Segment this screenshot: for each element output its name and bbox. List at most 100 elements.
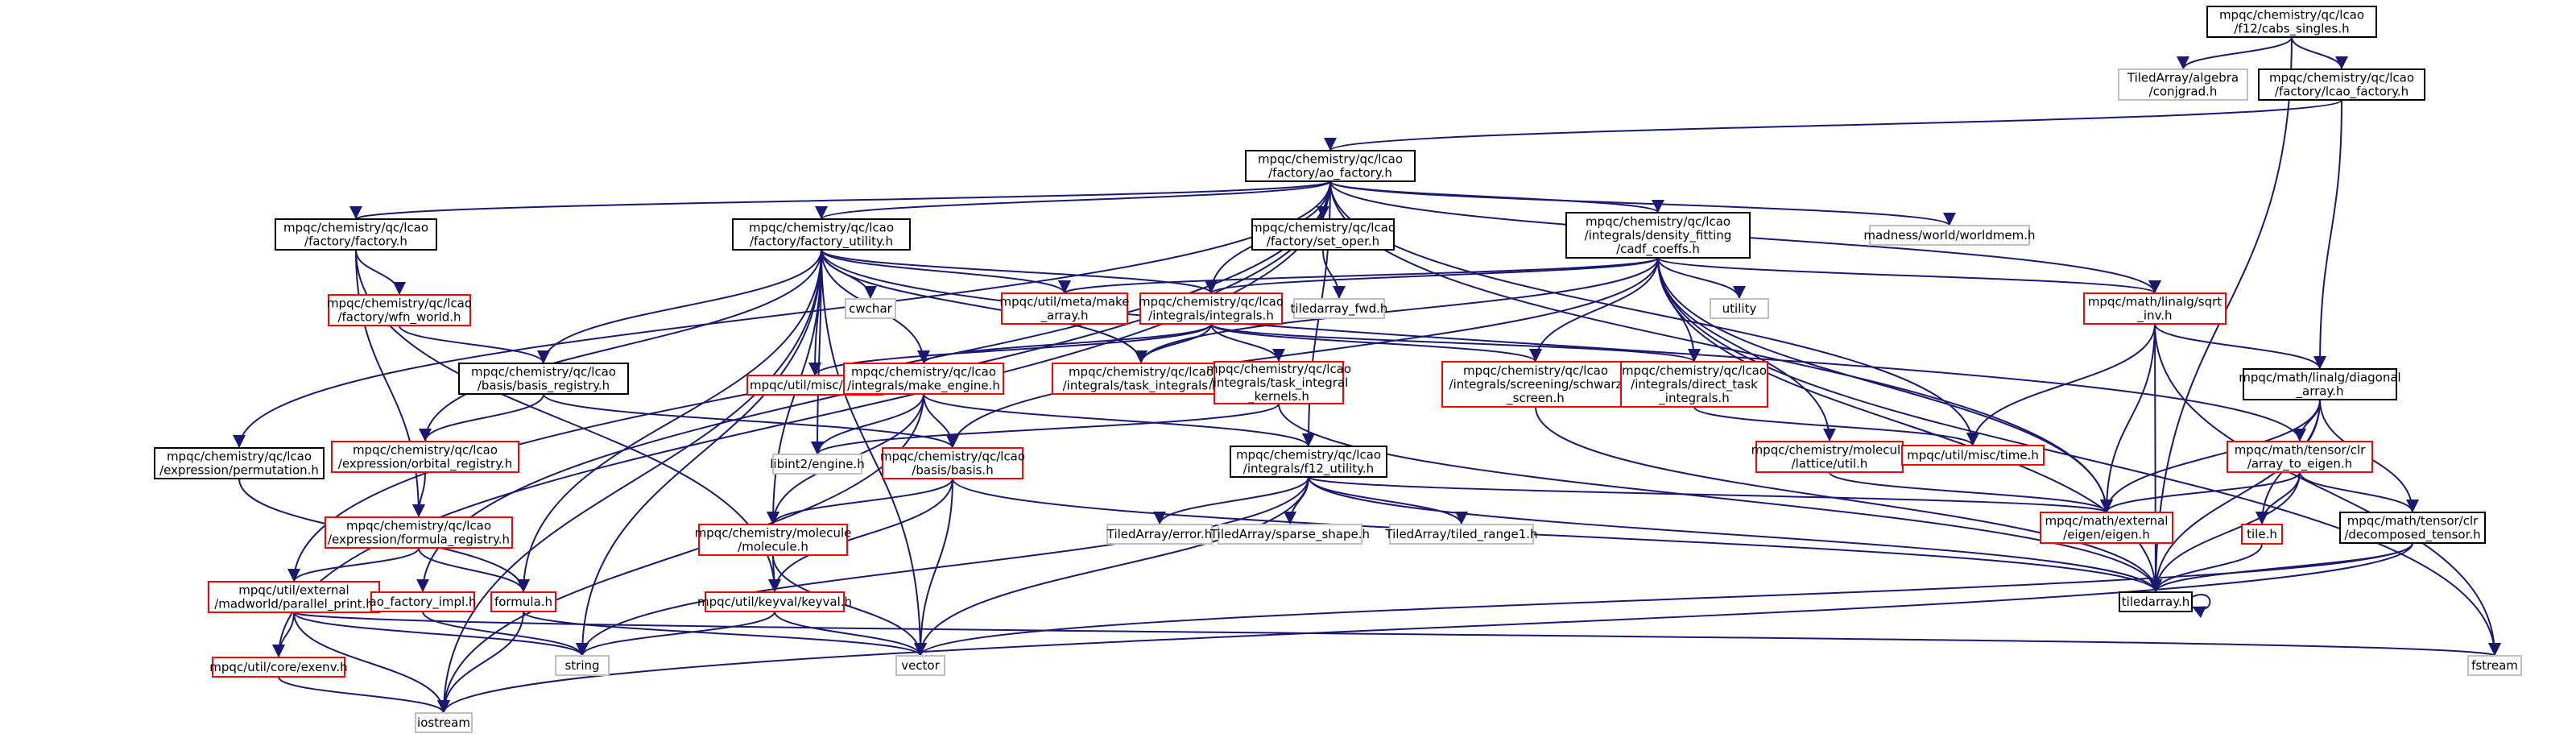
node-label-line: mpqc/chemistry/qc/lcao <box>327 296 472 311</box>
edge-factory_utility-to-string <box>576 249 822 657</box>
edge-basis-to-keyval <box>768 478 953 593</box>
node-formula[interactable]: formula.h <box>490 591 556 612</box>
edge-factory_utility-to-make_array <box>821 249 1071 294</box>
node-conjgrad[interactable]: TiledArray/algebra/conjgrad.h <box>2118 68 2248 101</box>
node-factory_utility[interactable]: mpqc/chemistry/qc/lcao/factory/factory_u… <box>732 218 911 251</box>
node-label-line: mpqc/util/external <box>238 583 349 598</box>
node-label-line: mpqc/chemistry/qc/lcao <box>851 365 996 379</box>
edge-factory_utility-to-integrals <box>821 249 1218 294</box>
node-vector[interactable]: vector <box>895 655 945 676</box>
edge-parallel_print-to-string <box>293 612 589 657</box>
node-task_integral_kernels[interactable]: mpqc/chemistry/qc/lcao/integrals/task_in… <box>1206 361 1351 404</box>
node-tiled_range1[interactable]: TiledArray/tiled_range1.h <box>1384 524 1538 545</box>
node-eigen[interactable]: mpqc/math/external/eigen/eigen.h <box>2040 512 2173 544</box>
node-lcao_factory[interactable]: mpqc/chemistry/qc/lcao/factory/lcao_fact… <box>2258 68 2425 101</box>
node-make_array[interactable]: mpqc/util/meta/make_array.h <box>1000 292 1130 325</box>
node-label-line: /expression/orbital_registry.h <box>338 457 512 472</box>
node-ta_error[interactable]: TiledArray/error.h <box>1106 524 1213 545</box>
node-box <box>895 655 945 676</box>
node-exenv[interactable]: mpqc/util/core/exenv.h <box>209 657 348 678</box>
node-box <box>2119 591 2193 612</box>
node-fstream[interactable]: fstream <box>2467 655 2522 676</box>
node-label-line: /basis/basis_registry.h <box>478 379 610 394</box>
edge-density_fitting-to-fstream <box>1657 257 2501 657</box>
node-permutation[interactable]: mpqc/chemistry/qc/lcao/expression/permut… <box>154 447 325 479</box>
node-box <box>1139 292 1283 325</box>
node-label-line: TiledArray/sparse_shape.h <box>1209 527 1370 542</box>
node-cabs_singles[interactable]: mpqc/chemistry/qc/lcao/f12/cabs_singles.… <box>2206 6 2377 38</box>
node-label-line: tiledarray_fwd.h <box>1291 301 1388 317</box>
node-misc_time[interactable]: mpqc/util/misc/time.h <box>1901 445 2045 466</box>
node-label-line: mpqc/chemistry/qc/lcao <box>1251 221 1396 235</box>
node-libint2_engine[interactable]: libint2/engine.h <box>770 454 865 475</box>
node-make_engine[interactable]: mpqc/chemistry/qc/lcao/integrals/make_en… <box>843 363 1004 395</box>
node-tiledarray[interactable]: tiledarray.h <box>2119 591 2193 612</box>
node-orbital_registry[interactable]: mpqc/chemistry/qc/lcao/expression/orbita… <box>331 441 519 473</box>
node-label-line: mpqc/util/meta/make <box>1000 295 1130 309</box>
node-ao_factory[interactable]: mpqc/chemistry/qc/lcao/factory/ao_factor… <box>1245 150 1416 182</box>
edge-f12_utility-to-ta_error <box>1153 476 1309 525</box>
node-sqrt_inv[interactable]: mpqc/math/linalg/sqrt_inv.h <box>2083 292 2227 325</box>
node-parallel_print[interactable]: mpqc/util/external/madworld/parallel_pri… <box>208 581 380 613</box>
node-tiledarray_fwd[interactable]: tiledarray_fwd.h <box>1291 298 1388 319</box>
node-label-line: TiledArray/tiled_range1.h <box>1384 527 1537 542</box>
node-task_integrals[interactable]: mpqc/chemistry/qc/lcao/integrals/task_in… <box>1052 363 1230 395</box>
node-density_fitting[interactable]: mpqc/chemistry/qc/lcao/integrals/density… <box>1565 212 1751 259</box>
node-molecule[interactable]: mpqc/chemistry/molecule/molecule.h <box>695 524 852 556</box>
edge-array_to_eigen-to-tile <box>2256 471 2301 525</box>
node-schwarz_screen[interactable]: mpqc/chemistry/qc/lcao/integrals/screeni… <box>1441 361 1630 408</box>
edge-basis-to-molecule <box>767 478 953 525</box>
node-basis_registry[interactable]: mpqc/chemistry/qc/lcao/basis/basis_regis… <box>458 363 629 395</box>
node-string[interactable]: string <box>555 655 610 676</box>
node-formula_registry[interactable]: mpqc/chemistry/qc/lcao/expression/formul… <box>325 516 513 549</box>
node-label-line: mpqc/chemistry/qc/lcao <box>167 450 312 464</box>
node-ao_factory_impl[interactable]: ao_factory_impl.h <box>370 591 477 612</box>
node-iostream[interactable]: iostream <box>415 712 473 733</box>
node-diagonal_array[interactable]: mpqc/math/linalg/diagonal_array.h <box>2239 368 2401 400</box>
edge-tiledarray-to-tiledarray <box>2191 594 2211 619</box>
edge-diagonal_array-to-tiledarray <box>2149 399 2321 593</box>
node-box <box>331 441 519 473</box>
node-keyval[interactable]: mpqc/util/keyval/keyval.h <box>697 591 852 612</box>
node-lattice_util[interactable]: mpqc/chemistry/molecule/lattice/util.h <box>1751 441 1908 473</box>
node-box <box>1106 524 1213 545</box>
node-label-line: iostream <box>417 715 470 730</box>
node-label-line: /eigen/eigen.h <box>2063 528 2150 542</box>
node-box <box>732 218 911 251</box>
node-f12_utility[interactable]: mpqc/chemistry/qc/lcao/integrals/f12_uti… <box>1230 446 1387 478</box>
node-basis[interactable]: mpqc/chemistry/qc/lcao/basis/basis.h <box>880 447 1025 479</box>
edge-ao_factory_impl-to-string <box>422 611 589 657</box>
node-label-line: /array_to_eigen.h <box>2247 457 2352 472</box>
node-label-line: mpqc/chemistry/qc/lcao <box>1463 363 1608 378</box>
node-label-line: mpqc/chemistry/qc/lcao <box>2269 71 2414 85</box>
node-array_to_eigen[interactable]: mpqc/math/tensor/clr/array_to_eigen.h <box>2227 441 2373 473</box>
node-label-line: mpqc/chemistry/qc/lcao <box>1069 365 1214 379</box>
node-utility[interactable]: utility <box>1710 298 1769 319</box>
node-worldmem[interactable]: madness/world/worldmem.h <box>1863 225 2036 246</box>
node-label-line: mpqc/chemistry/qc/lcao <box>1622 363 1767 378</box>
node-label-line: mpqc/util/core/exenv.h <box>209 660 347 674</box>
node-box <box>2467 655 2522 676</box>
node-label-line: mpqc/math/tensor/clr <box>2347 514 2479 529</box>
node-direct_task_integrals[interactable]: mpqc/chemistry/qc/lcao/integrals/direct_… <box>1620 361 1768 408</box>
node-decomposed_tensor[interactable]: mpqc/math/tensor/clr/decomposed_tensor.h <box>2339 512 2486 544</box>
node-box <box>1230 446 1387 478</box>
node-box <box>2339 512 2486 544</box>
node-cwchar[interactable]: cwchar <box>845 298 896 319</box>
edge-ao_factory-to-worldmem <box>1329 180 1956 226</box>
node-label-line: libint2/engine.h <box>770 457 864 471</box>
node-box <box>772 454 862 475</box>
node-factory[interactable]: mpqc/chemistry/qc/lcao/factory/factory.h <box>275 218 437 251</box>
node-tile[interactable]: tile.h <box>2241 524 2283 545</box>
node-sparse_shape[interactable]: TiledArray/sparse_shape.h <box>1209 524 1370 545</box>
node-box <box>1441 361 1630 408</box>
edge-sqrt_inv-to-diagonal_array <box>2154 323 2326 370</box>
node-label-line: /molecule.h <box>738 540 808 554</box>
node-set_oper[interactable]: mpqc/chemistry/qc/lcao/factory/set_oper.… <box>1251 218 1396 251</box>
node-box <box>1565 212 1751 259</box>
node-box <box>845 298 896 319</box>
node-integrals[interactable]: mpqc/chemistry/qc/lcao/integrals/integra… <box>1139 292 1284 325</box>
node-box <box>2258 68 2425 101</box>
node-label-line: _kernels.h <box>1247 389 1309 404</box>
node-wfn_world[interactable]: mpqc/chemistry/qc/lcao/factory/wfn_world… <box>327 294 472 326</box>
